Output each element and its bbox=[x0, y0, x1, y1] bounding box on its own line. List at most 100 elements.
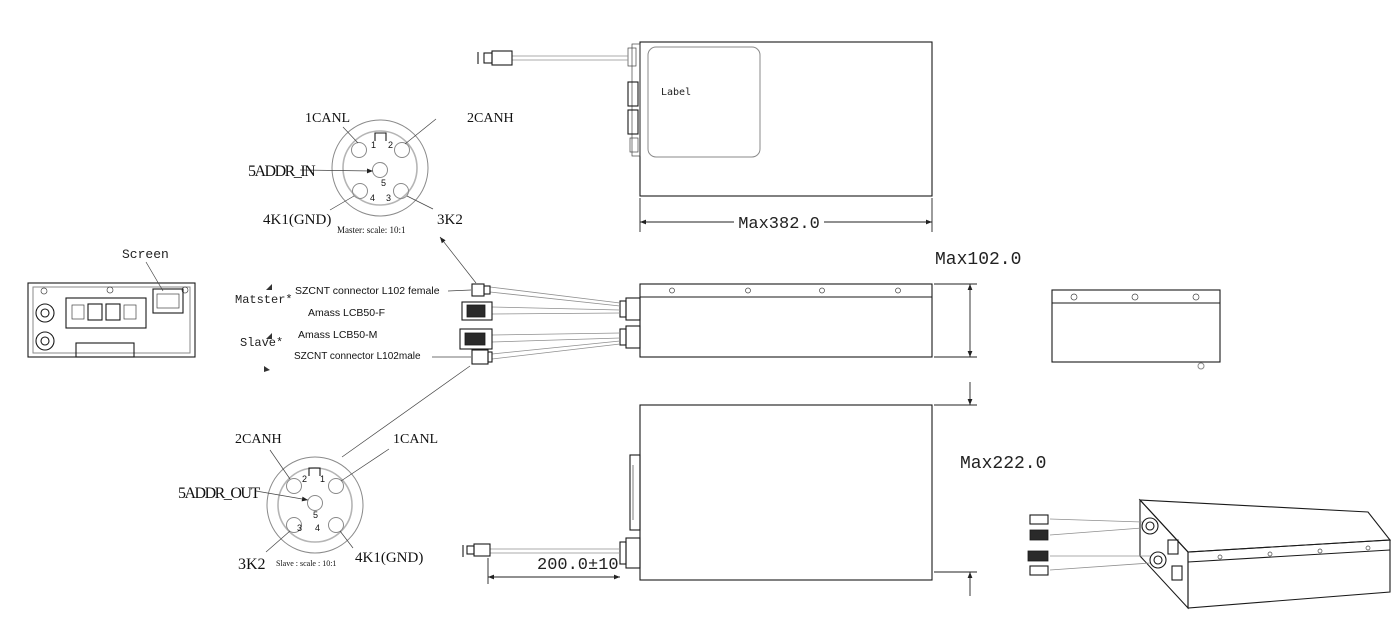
label-area bbox=[647, 46, 761, 158]
cable-wire bbox=[491, 340, 621, 355]
iso-end-face bbox=[1139, 498, 1189, 610]
pin-number: 1 bbox=[371, 140, 376, 150]
width-dimension: Max222.0 bbox=[934, 382, 1046, 596]
master-power-label: Amass LCB50-F bbox=[308, 307, 385, 319]
pin-number: 5 bbox=[381, 178, 386, 188]
pin-2 bbox=[286, 478, 302, 494]
szcnt-female-connector bbox=[471, 283, 485, 297]
master-signal-leader bbox=[447, 289, 472, 292]
top-view-cable bbox=[477, 50, 628, 66]
screen-label: Screen bbox=[122, 247, 169, 262]
height-dimension-text: Max102.0 bbox=[935, 250, 1021, 270]
amass-lcb50-m-core bbox=[464, 332, 486, 346]
connectors bbox=[459, 283, 493, 365]
bottom-bracket bbox=[75, 342, 135, 358]
screw bbox=[1131, 293, 1139, 301]
top-view: Label bbox=[477, 41, 933, 197]
gland-nut bbox=[619, 541, 627, 565]
iso-gland-inner bbox=[1145, 521, 1155, 531]
cable-wire bbox=[1049, 518, 1143, 523]
cable-plug-tip bbox=[466, 545, 475, 555]
szcnt-male-connector bbox=[471, 349, 489, 365]
gland-outer bbox=[35, 331, 55, 351]
pin-label-k2: 3K2 bbox=[437, 212, 463, 228]
width-dimension-text: Max222.0 bbox=[960, 454, 1046, 474]
isometric-view bbox=[1027, 498, 1392, 610]
pin-label-addr-out: 5ADDR_OUT bbox=[178, 485, 260, 502]
screw bbox=[745, 287, 751, 294]
master-scale-note: Master: scale: 10:1 bbox=[337, 225, 405, 235]
pin-number: 3 bbox=[297, 523, 302, 533]
leader-can-low bbox=[340, 448, 390, 482]
gland-master-nut bbox=[619, 300, 627, 318]
mounting-bracket bbox=[629, 454, 641, 531]
port bbox=[123, 304, 137, 320]
screw bbox=[1317, 548, 1323, 554]
screen-leader bbox=[145, 261, 164, 292]
iso-gland bbox=[1141, 517, 1159, 535]
gland-inner bbox=[40, 308, 50, 318]
gland-master bbox=[625, 297, 641, 321]
screen bbox=[152, 288, 184, 314]
pin-label-can-low: 1CANL bbox=[393, 432, 438, 447]
length-dimension: Max382.0 bbox=[639, 198, 933, 234]
pin-label-ground: 4K1(GND) bbox=[263, 212, 331, 228]
iso-plug bbox=[1029, 565, 1049, 576]
slave-scale-note: Slave : scale : 10:1 bbox=[276, 559, 336, 568]
gland bbox=[625, 537, 641, 569]
cable-length-text: 200.0±10 bbox=[537, 556, 619, 575]
side-panel-part bbox=[627, 81, 639, 107]
leader-k2 bbox=[406, 195, 434, 210]
cable-length-dimension: 200.0±10 bbox=[487, 556, 620, 584]
left-end-view: Screen bbox=[27, 247, 196, 358]
screw bbox=[1217, 554, 1223, 560]
amass-lcb50-f-core bbox=[466, 304, 486, 318]
pin-label-k2: 3K2 bbox=[238, 556, 266, 573]
cable-glands bbox=[619, 297, 641, 349]
port bbox=[105, 303, 121, 321]
iso-port bbox=[1167, 539, 1179, 555]
pin-4 bbox=[352, 183, 368, 199]
cable-wire bbox=[491, 343, 621, 360]
pin-number: 5 bbox=[313, 510, 318, 520]
screw bbox=[181, 286, 189, 294]
leader-addr-out bbox=[255, 490, 309, 502]
amass-lcb50-m-connector bbox=[459, 328, 493, 350]
leader-ground bbox=[329, 195, 355, 211]
leader-ground bbox=[339, 530, 354, 549]
left-view-inner bbox=[32, 286, 191, 354]
label-text: Label bbox=[661, 87, 691, 98]
pin-1 bbox=[328, 478, 344, 494]
pin-5 bbox=[307, 495, 323, 511]
master-signal-label: SZCNT connector L102 female bbox=[295, 285, 440, 297]
side-panel-part bbox=[627, 47, 637, 67]
slave-power-label: Amass LCB50-M bbox=[298, 329, 377, 341]
master-connector-link bbox=[439, 236, 477, 284]
szcnt-female-connector-tail bbox=[483, 285, 491, 295]
front-view-body bbox=[639, 283, 933, 358]
cable-labels: Matster* SZCNT connector L102 female Ama… bbox=[235, 284, 472, 372]
pin-label-addr-in: 5ADDR_IN bbox=[248, 163, 316, 180]
iso-port bbox=[1171, 565, 1183, 581]
master-tag: Matster* bbox=[235, 293, 293, 307]
side-panel-strip bbox=[631, 43, 641, 157]
cable-wire bbox=[491, 306, 621, 311]
side-view-body bbox=[1051, 289, 1221, 363]
pin-3 bbox=[286, 517, 302, 533]
slave-signal-label: SZCNT connector L102male bbox=[294, 351, 421, 362]
screw bbox=[1267, 551, 1273, 557]
screw bbox=[819, 287, 825, 294]
pin-5 bbox=[372, 162, 388, 178]
cable-plug bbox=[491, 50, 513, 66]
pin-1 bbox=[351, 142, 367, 158]
pin-3 bbox=[393, 183, 409, 199]
elevation-view-body bbox=[639, 404, 933, 581]
top-view-body bbox=[639, 41, 933, 197]
slave-connector-detail: 2 1 5 3 4 2CANH 1CANL 5ADDR_OUT 3K2 Slav… bbox=[178, 365, 471, 573]
master-tag-mark bbox=[266, 284, 272, 290]
pin-2 bbox=[394, 142, 410, 158]
connector-key bbox=[374, 132, 387, 141]
cable-wire bbox=[1049, 527, 1143, 536]
pin-label-can-low: 1CANL bbox=[305, 111, 350, 126]
